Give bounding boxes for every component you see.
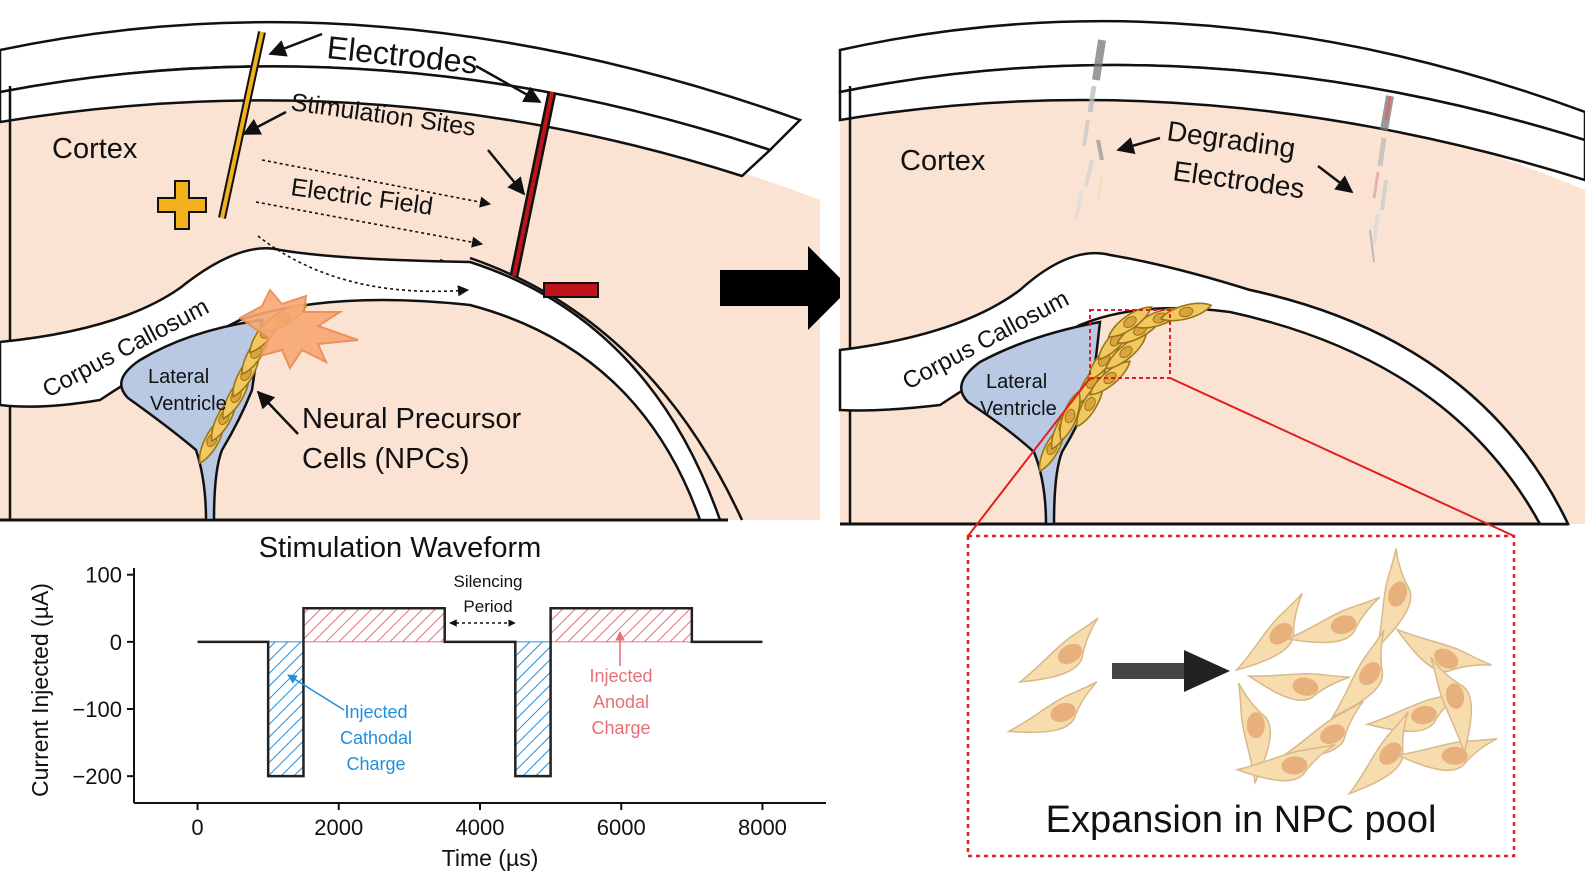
stimulation-waveform-chart: Stimulation Waveform 0 2000 4000 6000 8000 10… <box>27 532 826 871</box>
y-tick-label: 0 <box>110 630 122 655</box>
x-axis-label: Time (µs) <box>442 845 539 871</box>
right-brain-panel: Cortex Degrading Electrodes Corpus Callo… <box>838 19 1585 537</box>
npc-label-line1: Neural Precursor <box>302 403 522 435</box>
field-line-2 <box>255 201 484 248</box>
stimulation-burst-icon <box>238 288 359 371</box>
left-lateral-label: Lateral <box>148 366 209 388</box>
field-line-3 <box>257 235 470 297</box>
left-degrading-electrode <box>1074 39 1106 219</box>
inset-caption: Expansion in NPC pool <box>1046 799 1437 841</box>
left-lateral-ventricle <box>120 318 264 522</box>
silencing-label-line2: Period <box>463 597 512 616</box>
y-tick-label: −100 <box>72 697 122 722</box>
sites-arrow-right <box>487 149 526 196</box>
expansion-arrow-icon <box>1112 650 1230 692</box>
x-tick-label: 8000 <box>738 815 787 840</box>
right-meninges <box>838 63 1585 182</box>
anodal-charge-region-4 <box>550 607 693 643</box>
cathodal-charge-region-1 <box>267 641 304 777</box>
right-ventricle-label: Ventricle <box>980 398 1057 420</box>
transition-arrow-icon <box>720 246 850 330</box>
left-cortex-label: Cortex <box>52 133 138 165</box>
electrodes-arrow-left <box>268 32 323 57</box>
cathodal-charge-region-3 <box>514 641 552 777</box>
x-tick-label: 4000 <box>456 815 505 840</box>
cathodal-label-line1: Injected <box>344 702 407 722</box>
x-tick-label: 6000 <box>597 815 646 840</box>
x-tick-label: 2000 <box>314 815 363 840</box>
anodal-charge-region-2 <box>302 607 446 643</box>
silencing-label-line1: Silencing <box>454 572 523 591</box>
anodal-label-line1: Injected <box>589 666 652 686</box>
electrodes-arrow-right <box>475 64 542 104</box>
right-degrading-electrode <box>1369 95 1394 263</box>
anodal-label-line2: Anodal <box>593 692 649 712</box>
x-tick-label: 0 <box>191 815 203 840</box>
y-tick-label: −200 <box>72 764 122 789</box>
field-line-1 <box>261 159 492 208</box>
npc-expansion-inset: Expansion in NPC pool <box>966 534 1516 858</box>
anodal-label-line3: Charge <box>591 718 650 738</box>
plot-layer: 0 2000 4000 6000 8000 100 0 −100 −200 <box>72 563 826 840</box>
degrading-arrow-right <box>1317 165 1354 194</box>
cathodal-label-line2: Cathodal <box>340 728 412 748</box>
left-outer-arc <box>469 256 744 521</box>
zoom-line-left <box>967 377 1091 537</box>
right-cortex-label: Cortex <box>900 145 986 177</box>
left-brain-panel: Cortex Electrodes Stimulation Sites Elec… <box>0 20 820 522</box>
y-tick-label: 100 <box>85 563 122 588</box>
npc-arrow <box>256 390 299 435</box>
y-axis-label: Current Injected (µA) <box>27 583 53 797</box>
zoom-line-right <box>1169 377 1515 537</box>
cathodal-label-line3: Charge <box>346 754 405 774</box>
waveform-line <box>197 607 763 778</box>
right-lateral-label: Lateral <box>986 371 1047 393</box>
npc-label-line2: Cells (NPCs) <box>302 443 470 475</box>
minus-sign-icon <box>543 282 599 298</box>
left-ventricle-label: Ventricle <box>150 393 227 415</box>
zoom-region-box <box>1089 309 1171 379</box>
cathodal-pointer <box>287 674 345 711</box>
sites-arrow-left <box>242 110 287 136</box>
degrading-arrow-left <box>1116 136 1161 155</box>
plus-sign-icon <box>157 180 207 230</box>
chart-title: Stimulation Waveform <box>259 532 542 564</box>
left-meninges <box>0 65 773 178</box>
